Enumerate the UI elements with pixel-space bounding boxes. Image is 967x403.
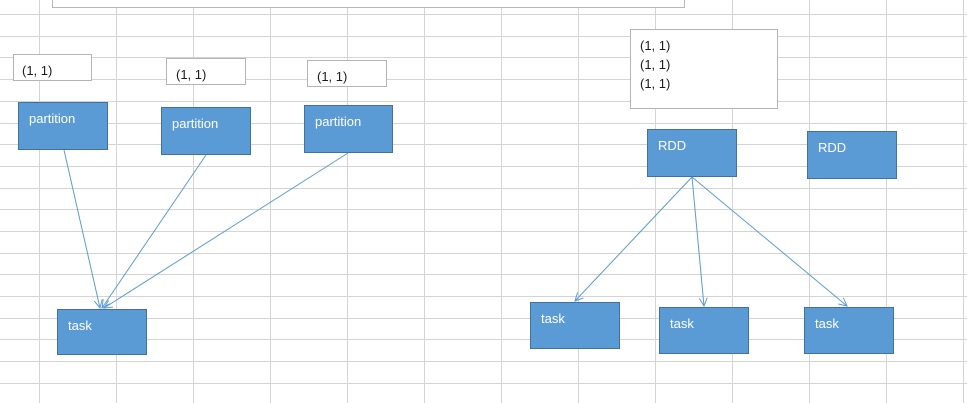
value-text: (1, 1) bbox=[22, 63, 53, 78]
partition-node-2[interactable]: partition bbox=[161, 107, 251, 155]
node-label: task bbox=[815, 316, 839, 331]
values-box: (1, 1) (1, 1) (1, 1) bbox=[630, 29, 778, 109]
partition-node-1[interactable]: partition bbox=[18, 102, 108, 150]
task-node-3[interactable]: task bbox=[804, 307, 894, 354]
node-label: RDD bbox=[658, 138, 687, 153]
value-text: (1, 1) bbox=[317, 69, 348, 84]
task-node-left[interactable]: task bbox=[57, 309, 147, 355]
rdd-node-secondary[interactable]: RDD bbox=[807, 131, 897, 179]
node-label: task bbox=[670, 316, 694, 331]
value-box-1: (1, 1) bbox=[13, 54, 92, 81]
node-label: task bbox=[68, 318, 92, 333]
top-frame bbox=[52, 0, 685, 8]
value-text: (1, 1) bbox=[640, 57, 671, 72]
value-box-2: (1, 1) bbox=[166, 58, 246, 85]
value-text: (1, 1) bbox=[176, 67, 207, 82]
partition-node-3[interactable]: partition bbox=[304, 105, 393, 153]
node-label: partition bbox=[29, 111, 76, 126]
value-text: (1, 1) bbox=[640, 76, 671, 91]
task-node-1[interactable]: task bbox=[530, 302, 620, 349]
node-label: RDD bbox=[818, 140, 847, 155]
node-label: partition bbox=[315, 114, 362, 129]
node-label: partition bbox=[172, 116, 219, 131]
value-box-3: (1, 1) bbox=[307, 60, 387, 87]
value-text: (1, 1) bbox=[640, 38, 671, 53]
node-label: task bbox=[541, 311, 565, 326]
task-node-2[interactable]: task bbox=[659, 307, 749, 354]
rdd-node-primary[interactable]: RDD bbox=[647, 129, 737, 177]
